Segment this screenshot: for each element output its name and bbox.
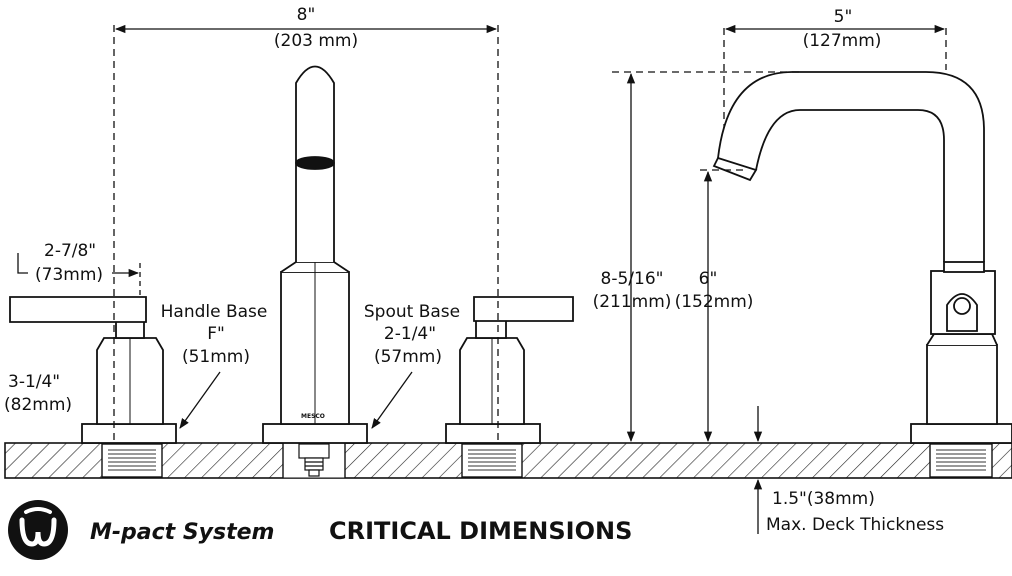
leader-handle-base xyxy=(179,371,221,429)
right-handle-neck xyxy=(475,319,507,339)
reach-in-label: 5" xyxy=(834,7,853,27)
brand-block: M-pact System xyxy=(8,500,274,560)
deck-hole-left-handle-lines xyxy=(108,449,156,471)
spout-base-label: Spout Base xyxy=(364,302,460,322)
deck-hole-left-handle xyxy=(101,443,163,478)
spread-mm-label: (203 mm) xyxy=(274,31,358,51)
right-handle-lever xyxy=(473,296,574,322)
handle-height-mm-label: (82mm) xyxy=(4,395,72,415)
leader-spout-base xyxy=(371,371,413,429)
left-handle-flange xyxy=(81,423,177,444)
deck-note-label: Max. Deck Thickness xyxy=(766,515,944,535)
deck xyxy=(4,442,1012,479)
overall-height-mm-label: (211mm) xyxy=(593,292,672,312)
deck-hole-right-handle-lines xyxy=(468,449,516,471)
right-handle xyxy=(445,296,574,444)
reach-mm-label: (127mm) xyxy=(803,31,882,51)
handle-height-in-label: 3-1/4" xyxy=(8,372,60,392)
deck-hole-side-faucet-lines xyxy=(936,449,986,471)
side-view-spout xyxy=(712,71,1012,444)
deck-hole-right-handle xyxy=(461,443,523,478)
dimension-labels: 8" (203 mm) 5" (127mm) 2-7/8" (73mm) 3-1… xyxy=(4,5,944,535)
deck-hole-side-faucet xyxy=(929,443,993,478)
center-spout: MESCO xyxy=(262,65,368,444)
spout-base-mm-label: (57mm) xyxy=(374,347,442,367)
dimension-lines xyxy=(17,24,946,534)
spread-in-label: 8" xyxy=(297,5,316,25)
spout-band xyxy=(295,156,335,170)
lever-in-label: 2-7/8" xyxy=(44,241,96,261)
spout-height-mm-label: (152mm) xyxy=(675,292,754,312)
spout-height-in-label: 6" xyxy=(699,269,718,289)
brand-logo xyxy=(8,500,68,560)
spout-base-in-label: 2-1/4" xyxy=(384,324,436,344)
spout-mark: MESCO xyxy=(301,413,325,420)
brand-name: M-pact System xyxy=(90,520,274,545)
left-handle-lever xyxy=(9,296,147,323)
left-handle xyxy=(9,296,177,444)
spout-shank xyxy=(298,443,330,477)
side-flange xyxy=(910,423,1012,444)
side-collar xyxy=(926,333,998,346)
side-neck xyxy=(943,261,985,273)
lever-mm-label: (73mm) xyxy=(35,265,103,285)
deck-dimension-label: 1.5"(38mm) xyxy=(772,489,875,509)
side-gooseneck-outer xyxy=(717,71,985,262)
overall-height-in-label: 8-5/16" xyxy=(601,269,664,289)
handle-base-in-label: F" xyxy=(207,324,225,344)
spout-flange xyxy=(262,423,368,444)
side-body xyxy=(926,344,998,425)
side-gooseneck-inner xyxy=(755,109,945,262)
right-handle-flange xyxy=(445,423,541,444)
handle-base-label: Handle Base xyxy=(161,302,268,322)
dim-lever-line xyxy=(17,253,28,274)
extension-lines xyxy=(113,25,947,440)
side-aerator xyxy=(712,156,758,182)
page-title: CRITICAL DIMENSIONS xyxy=(329,517,632,545)
handle-base-mm-label: (51mm) xyxy=(182,347,250,367)
